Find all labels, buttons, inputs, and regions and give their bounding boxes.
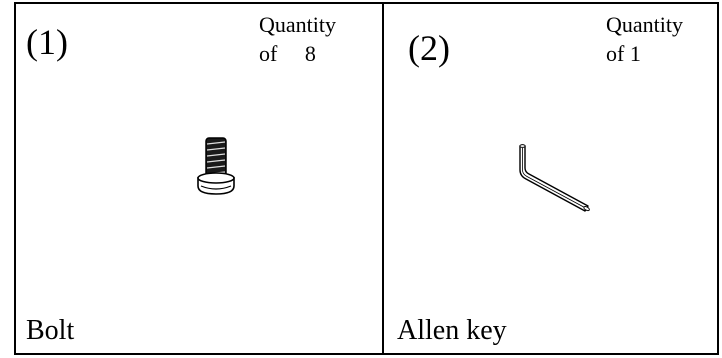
quantity-label: Quantity — [606, 12, 683, 37]
parts-table-frame — [14, 2, 719, 355]
bolt-icon — [197, 137, 235, 195]
part-number: (2) — [408, 28, 450, 68]
part-name: Allen key — [397, 315, 507, 346]
quantity-value: of 8 — [259, 41, 316, 66]
allen-key-icon — [519, 144, 590, 212]
quantity-value: of 1 — [606, 41, 641, 66]
column-divider — [382, 2, 384, 355]
part-name: Bolt — [26, 315, 75, 346]
quantity-label: Quantity — [259, 12, 336, 37]
part-number: (1) — [26, 22, 68, 62]
